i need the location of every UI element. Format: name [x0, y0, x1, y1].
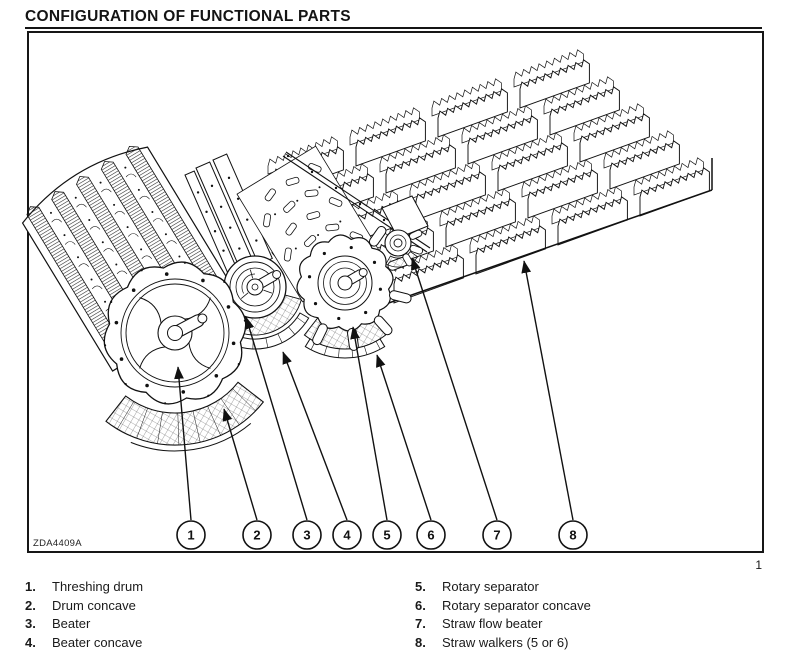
callout-leader-lines	[174, 257, 574, 521]
legend-item: 1. Threshing drum	[25, 578, 385, 597]
legend-item: 4. Beater concave	[25, 634, 385, 653]
callout-4: 4	[332, 520, 362, 550]
callout-6: 6	[416, 520, 446, 550]
legend-item-number: 2.	[25, 597, 36, 613]
figure-number: 1	[755, 558, 762, 572]
callout-4-number: 4	[343, 528, 351, 543]
legend-item: 2. Drum concave	[25, 597, 385, 616]
leader-line-6	[376, 354, 432, 521]
walker-frame	[379, 158, 713, 307]
legend-item: 7. Straw flow beater	[415, 615, 785, 634]
figure-code: ZDA4409A	[33, 538, 82, 549]
legend-item-number: 6.	[415, 597, 426, 613]
legend-item-label: Drum concave	[52, 597, 136, 613]
drum-concave	[105, 381, 265, 452]
legend-item: 5. Rotary separator	[415, 578, 785, 597]
straw-flow-beater	[381, 195, 429, 268]
legend-item-label: Straw flow beater	[442, 616, 543, 632]
legend-item-number: 1.	[25, 579, 36, 594]
legend-item-number: 4.	[25, 635, 36, 651]
legend-item-number: 7.	[415, 616, 426, 632]
callout-2-number: 2	[253, 528, 260, 543]
threshing-drum-end-plate	[103, 261, 247, 405]
legend-item: 6. Rotary separator concave	[415, 597, 785, 616]
callout-8-number: 8	[569, 528, 576, 543]
rotary-separator	[236, 145, 431, 359]
legend-item-label: Beater concave	[52, 635, 143, 651]
leader-line-1	[174, 366, 192, 521]
leader-line-2	[222, 408, 258, 521]
legend-item-label: Threshing drum	[52, 579, 144, 594]
leader-line-5	[350, 326, 388, 521]
legend-item-number: 3.	[25, 616, 36, 632]
callout-circles: 1 2 3 4 5 6 7 8	[176, 520, 588, 550]
callout-8: 8	[558, 520, 588, 550]
callout-7: 7	[482, 520, 512, 550]
title-underline	[25, 27, 762, 30]
legend-column-left: 1. Threshing drum 2. Drum concave 3. Bea…	[25, 578, 385, 653]
legend-item-number: 5.	[415, 579, 426, 594]
leader-line-7	[411, 257, 498, 521]
legend-item-label: Rotary separator concave	[442, 597, 591, 613]
legend-item-label: Rotary separator	[442, 579, 539, 594]
callout-3-number: 3	[303, 528, 310, 543]
legend-item-number: 8.	[415, 635, 426, 651]
callout-5-number: 5	[383, 528, 390, 543]
legend-item: 3. Beater	[25, 615, 385, 634]
callout-3: 3	[292, 520, 322, 550]
page-title: CONFIGURATION OF FUNCTIONAL PARTS	[25, 8, 351, 25]
legend-item-label: Beater	[52, 616, 91, 632]
callout-1-number: 1	[187, 528, 194, 543]
callout-2: 2	[242, 520, 272, 550]
legend-item-label: Straw walkers (5 or 6)	[442, 635, 569, 651]
legend-column-right: 5. Rotary separator 6. Rotary separator …	[415, 578, 785, 653]
legend-item: 8. Straw walkers (5 or 6)	[415, 634, 785, 653]
callout-7-number: 7	[493, 528, 500, 543]
callout-5: 5	[372, 520, 402, 550]
callout-6-number: 6	[427, 528, 434, 543]
leader-line-4	[282, 351, 348, 521]
leader-line-8	[521, 260, 574, 521]
leader-line-3	[244, 316, 308, 521]
callout-1: 1	[176, 520, 206, 550]
